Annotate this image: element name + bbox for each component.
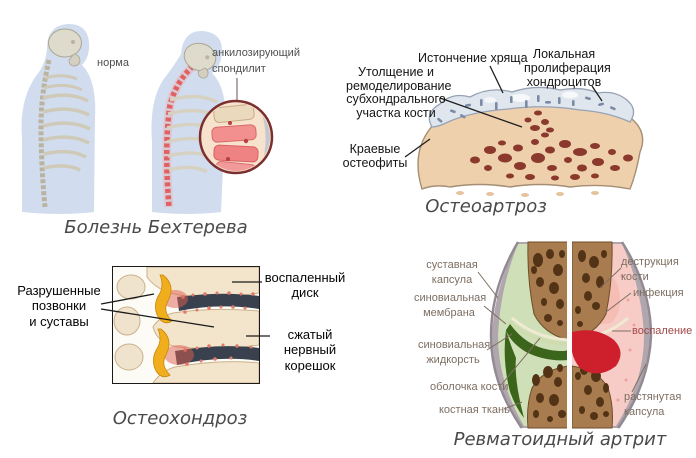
label-bone-tissue: костная ткань xyxy=(439,404,510,416)
label-stretched-capsule: растянутая капсула xyxy=(624,391,682,418)
caption-osteoarthrosis: Остеоартроз xyxy=(425,196,547,217)
label-bone-sheath: оболочка кости xyxy=(430,381,509,393)
label-inflamed-disk: воспаленный диск xyxy=(264,270,346,301)
rheumatoid-illustration xyxy=(477,240,653,432)
osteochondrosis-illustration xyxy=(113,267,259,383)
caption-osteochondrosis: Остеохондроз xyxy=(112,408,248,429)
label-bone-destruction: деструкция кости xyxy=(621,256,679,283)
label-infection: инфекция xyxy=(633,287,684,299)
panel-osteoarthrosis: Истончение хряща Локальная пролиферация … xyxy=(340,0,696,230)
spine-image-frame xyxy=(112,266,260,384)
label-synovial-fluid: синовиальная жидкорсть xyxy=(418,339,491,366)
label-chondrocyte-proliferation: Локальная пролиферация хондроцитов xyxy=(524,47,611,89)
caption-rheumatoid: Ревматоидный артрит xyxy=(453,429,667,450)
label-marginal-osteophytes: Краевые остеофиты xyxy=(342,142,408,170)
label-compressed-nerve: сжатый нервный корешок xyxy=(283,327,337,373)
panel-bekhterev: норма анкилозирующий спондилит Болезнь Б… xyxy=(0,0,348,250)
label-inflammation: воспаление xyxy=(632,325,693,337)
panel-rheumatoid: суставная капсула синовиальная мембрана … xyxy=(360,230,696,458)
osteoarthrosis-illustration xyxy=(404,65,644,197)
label-subchondral-remodeling: Утолщение и ремоделирование субхондральн… xyxy=(346,65,452,120)
caption-bekhterev: Болезнь Бехтерева xyxy=(64,217,248,238)
label-ankylosing-spondylitis: анкилозирующий спондилит xyxy=(212,47,300,75)
label-norm: норма xyxy=(97,57,129,69)
panel-osteochondrosis: Разрушенные позвонки и суставы воспаленн… xyxy=(0,230,360,458)
label-synovial-membrane: синовиальная мембрана xyxy=(414,292,487,319)
label-cartilage-thinning: Истончение хряща xyxy=(418,51,528,65)
label-joint-capsule: суставная капсула xyxy=(426,259,478,286)
bekhterev-illustration xyxy=(21,23,274,215)
label-destroyed-vertebrae: Разрушенные позвонки и суставы xyxy=(17,283,101,329)
